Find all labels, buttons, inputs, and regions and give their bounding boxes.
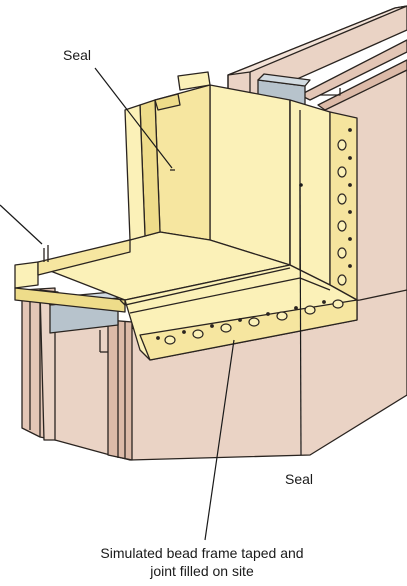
seal-point: [299, 183, 303, 187]
leader-lines: [0, 67, 302, 541]
leader-seal-top: [94, 67, 173, 169]
leader-seal-bottom: [299, 184, 302, 456]
leader-caption: [204, 339, 235, 541]
label-seal-bottom: Seal: [285, 471, 314, 487]
apron-holes: [156, 299, 344, 345]
window-frame: [14, 71, 358, 361]
leader-left: [0, 204, 43, 245]
right-jamb-holes: [337, 128, 352, 286]
caption-line-2: joint filled on site: [150, 563, 254, 579]
caption-line-1: Simulated bead frame taped and: [100, 545, 304, 561]
label-seal-top: Seal: [63, 47, 92, 63]
